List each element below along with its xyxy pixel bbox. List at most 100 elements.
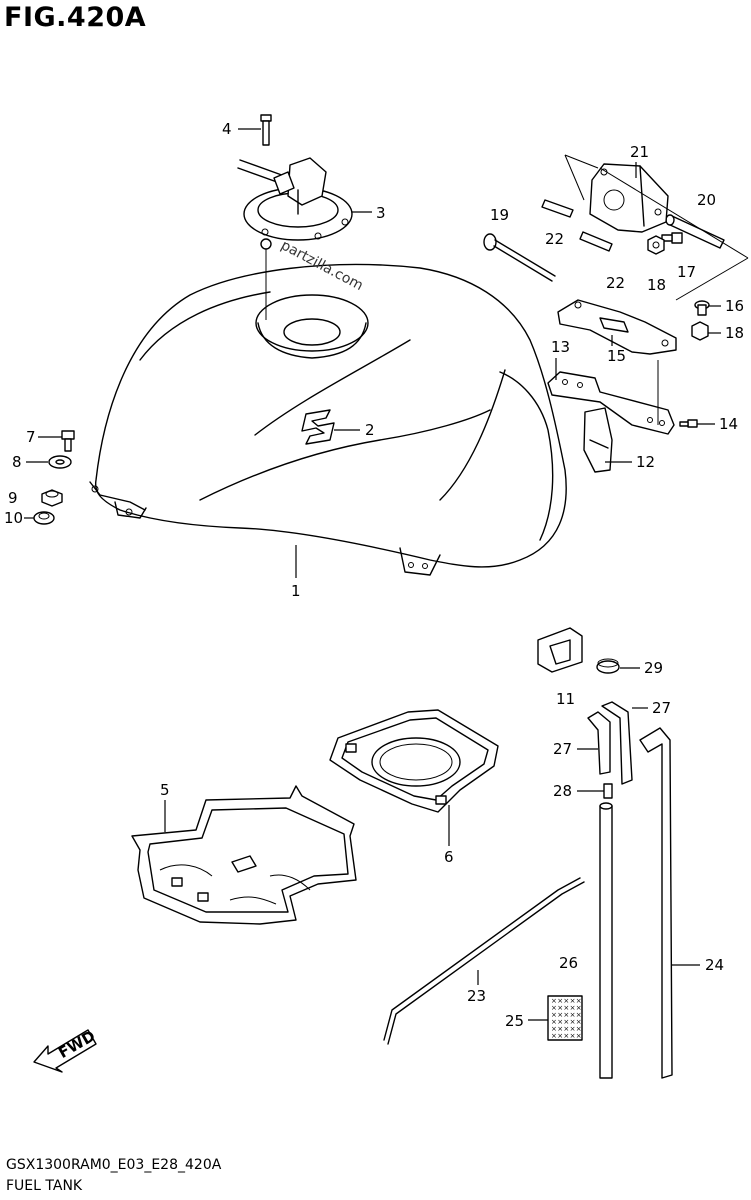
long-bolt-19-part[interactable] (483, 233, 556, 282)
nut-18-lower-part[interactable] (691, 321, 709, 341)
patch-texture-mark: × (551, 1018, 557, 1026)
patch-texture-mark: × (576, 1004, 582, 1012)
hose-24-part[interactable] (639, 727, 673, 1079)
patch-texture-mark: × (570, 1025, 576, 1033)
rod-23-part[interactable] (383, 877, 585, 1045)
patch-texture-mark: × (551, 997, 557, 1005)
callout-19[interactable]: 19 (490, 206, 509, 224)
callout-5[interactable]: 5 (160, 781, 170, 799)
mat-5-part[interactable] (131, 785, 357, 925)
callout-1[interactable]: 1 (291, 582, 301, 600)
patch-texture-mark: × (570, 1011, 576, 1019)
bolt-14-part[interactable] (657, 360, 698, 428)
callout-22a[interactable]: 22 (545, 230, 564, 248)
callout-6[interactable]: 6 (444, 848, 454, 866)
callout-3[interactable]: 3 (376, 204, 386, 222)
callout-23[interactable]: 23 (467, 987, 486, 1005)
fuel-tank-part[interactable] (89, 263, 567, 576)
bracket-13-part[interactable] (547, 371, 675, 435)
callout-15[interactable]: 15 (607, 347, 626, 365)
patch-texture-mark: × (557, 997, 563, 1005)
callout-8[interactable]: 8 (12, 453, 22, 471)
collar-10-part[interactable] (33, 511, 55, 525)
callout-27a[interactable]: 27 (652, 699, 671, 717)
patch-texture-mark: × (551, 1004, 557, 1012)
callout-21[interactable]: 21 (630, 143, 649, 161)
fuel-cap-part[interactable] (237, 157, 353, 241)
bolt-17-part[interactable] (661, 232, 683, 244)
patch-texture-mark: × (557, 1004, 563, 1012)
patch-texture-mark: × (570, 1032, 576, 1040)
figure-code: GSX1300RAM0_E03_E28_420A (6, 1157, 222, 1173)
figure-title: FIG.420A (4, 2, 147, 33)
forward-arrow-icon: FWD (33, 1027, 98, 1073)
washer-8-part[interactable] (48, 455, 72, 469)
callout-22b[interactable]: 22 (606, 274, 625, 292)
cap-29-part[interactable] (596, 658, 620, 674)
bracket-15-part[interactable] (557, 299, 677, 355)
bolt-7-part[interactable] (61, 430, 75, 452)
cushion-9-part[interactable] (41, 489, 63, 507)
callout-7[interactable]: 7 (26, 428, 36, 446)
patch-texture-mark: × (557, 1032, 563, 1040)
callout-24[interactable]: 24 (705, 956, 724, 974)
figure-name: FUEL TANK (6, 1178, 83, 1194)
cushion-22b-part[interactable] (579, 231, 613, 252)
callout-16[interactable]: 16 (725, 297, 744, 315)
patch-texture-mark: × (570, 1004, 576, 1012)
patch-texture-mark: × (576, 1025, 582, 1033)
callout-18b[interactable]: 18 (725, 324, 744, 342)
callout-9[interactable]: 9 (8, 489, 18, 507)
cap-bolt-part[interactable] (260, 114, 272, 320)
callout-26[interactable]: 26 (559, 954, 578, 972)
callout-25[interactable]: 25 (505, 1012, 524, 1030)
hose-27b-part[interactable] (587, 711, 611, 775)
bolt-16-part[interactable] (694, 300, 710, 316)
patch-texture-mark: × (557, 1018, 563, 1026)
patch-texture-mark: × (576, 1011, 582, 1019)
patch-texture-mark: × (551, 1032, 557, 1040)
tube-26-part[interactable] (599, 802, 613, 1079)
callout-12[interactable]: 12 (636, 453, 655, 471)
callout-10[interactable]: 10 (4, 509, 23, 527)
patch-texture-mark: × (576, 997, 582, 1005)
patch-texture-mark: × (570, 997, 576, 1005)
callout-14[interactable]: 14 (719, 415, 738, 433)
patch-texture-mark: × (557, 1025, 563, 1033)
callout-4[interactable]: 4 (222, 120, 232, 138)
patch-texture-mark: × (570, 1018, 576, 1026)
plate-6-part[interactable] (329, 709, 499, 813)
callout-labels: 1234567891011121314151617181819202122222… (4, 120, 744, 1030)
callout-17[interactable]: 17 (677, 263, 696, 281)
nut-18-upper-part[interactable] (647, 235, 665, 255)
patch-texture-mark: × (563, 1004, 569, 1012)
patch-texture-mark: × (551, 1011, 557, 1019)
patch-texture-mark: × (557, 1011, 563, 1019)
callout-13[interactable]: 13 (551, 338, 570, 356)
cushion-22a-part[interactable] (541, 199, 574, 218)
shaft-20-part[interactable] (665, 214, 725, 249)
fwd-label: FWD (55, 1027, 98, 1062)
block-11-part[interactable] (537, 627, 583, 673)
callout-27b[interactable]: 27 (553, 740, 572, 758)
callout-20[interactable]: 20 (697, 191, 716, 209)
hose-27a-part[interactable] (601, 701, 633, 785)
patch-texture-mark: × (563, 997, 569, 1005)
patch-texture-mark: × (576, 1018, 582, 1026)
emblem-part[interactable] (301, 409, 335, 445)
callout-11[interactable]: 11 (556, 690, 575, 708)
callout-28[interactable]: 28 (553, 782, 572, 800)
patch-25-part[interactable]: ×××××××××××××××××××××××××××××× (547, 995, 583, 1041)
patch-texture-mark: × (551, 1025, 557, 1033)
patch-texture-mark: × (576, 1032, 582, 1040)
patch-texture-mark: × (563, 1011, 569, 1019)
connector-28-part[interactable] (603, 783, 613, 799)
callout-18a[interactable]: 18 (647, 276, 666, 294)
callout-2[interactable]: 2 (365, 421, 375, 439)
patch-texture-mark: × (563, 1018, 569, 1026)
callout-29[interactable]: 29 (644, 659, 663, 677)
cushion-12-part[interactable] (583, 407, 613, 473)
hinge-21-part[interactable] (564, 154, 749, 301)
